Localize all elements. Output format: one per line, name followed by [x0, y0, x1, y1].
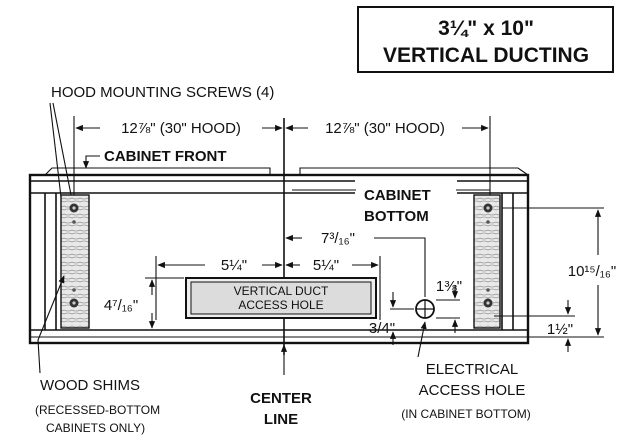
screw-top-right — [483, 203, 493, 213]
electrical-offset-dimension: 7³/₁₆" — [321, 230, 355, 247]
duct-left-dimension: 5¼" — [221, 257, 247, 274]
screw-dot-r2 — [486, 288, 490, 292]
screw-bottom-left — [69, 298, 79, 308]
electrical-access-hole — [415, 299, 435, 319]
wood-shims-note-2: CABINETS ONLY) — [46, 421, 145, 435]
screw-dot-r1 — [486, 220, 490, 224]
electrical-note: (IN CABINET BOTTOM) — [401, 407, 531, 421]
screw-leader-upper — [52, 102, 75, 206]
electrical-diameter-dimension: 1⅜" — [436, 278, 462, 295]
title-line-2: VERTICAL DUCTING — [383, 44, 589, 67]
left-half-dimension: 12⅞" (30" HOOD) — [121, 120, 241, 137]
vertical-duct-label-2: ACCESS HOLE — [238, 298, 323, 312]
duct-right-dimension: 5¼" — [313, 257, 339, 274]
electrical-front-dimension: 3/4" — [369, 320, 395, 337]
wood-shim-right — [473, 194, 501, 329]
screw-back-dimension: 1½" — [547, 321, 573, 338]
vertical-duct-access-hole — [185, 277, 377, 319]
electrical-label-1: ELECTRICAL — [426, 361, 519, 378]
cabinet-front-leader — [82, 155, 100, 169]
screw-dot-l2 — [72, 288, 76, 292]
duct-depth-dimension: 4⁷/₁₆" — [104, 297, 138, 314]
wood-shims-label: WOOD SHIMS — [40, 377, 140, 394]
cabinet-bottom-label-2: BOTTOM — [364, 208, 429, 225]
screw-dot-l1 — [72, 220, 76, 224]
hood-mounting-screws-label: HOOD MOUNTING SCREWS (4) — [51, 84, 274, 101]
cabinet-front-label: CABINET FRONT — [104, 148, 227, 165]
center-line-label-2: LINE — [264, 411, 298, 428]
center-line-label-1: CENTER — [250, 390, 312, 407]
title-line-1: 3¼" x 10" — [438, 17, 534, 40]
wood-shim-left — [60, 194, 90, 329]
title-box: 3¼" x 10" VERTICAL DUCTING — [357, 6, 614, 73]
wood-shims-leader — [37, 275, 65, 374]
vertical-duct-label-1: VERTICAL DUCT — [234, 284, 329, 298]
wood-shims-note-1: (RECESSED-BOTTOM — [35, 403, 160, 417]
electrical-offset-leader — [374, 237, 426, 297]
cabinet-bottom-label-1: CABINET — [364, 187, 431, 204]
electrical-label-arrow — [417, 321, 427, 358]
electrical-label-2: ACCESS HOLE — [419, 382, 526, 399]
screw-top-left — [69, 203, 79, 213]
cabinet-bottom-label-bg — [355, 178, 457, 226]
right-half-dimension: 12⅞" (30" HOOD) — [325, 120, 445, 137]
total-depth-dimension: 10¹⁵/₁₆" — [568, 263, 617, 280]
screw-bottom-right — [483, 298, 493, 308]
